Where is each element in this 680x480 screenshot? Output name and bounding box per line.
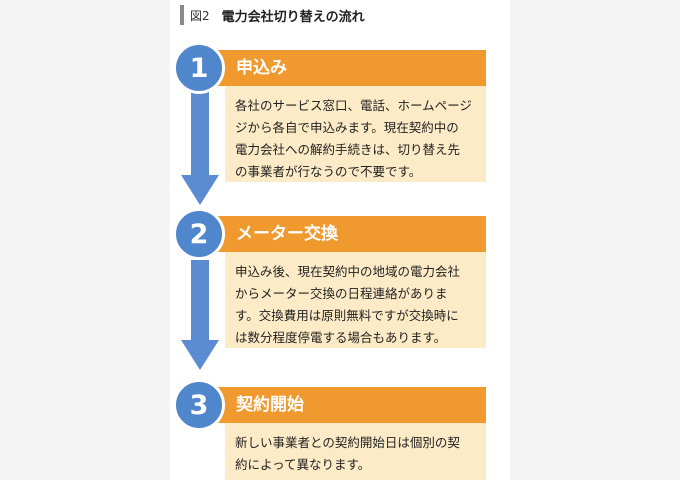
step-1-line: ジから各自で申込みます。現在契約中の xyxy=(235,120,459,135)
arrow-shaft-2 xyxy=(191,260,209,345)
arrow-head-2 xyxy=(181,340,219,370)
step-3-number-badge: 3 xyxy=(173,379,225,431)
step-3-title: 契約開始 xyxy=(236,395,304,415)
figure-header-bar xyxy=(180,5,184,25)
step-1-line: 電力会社への解約手続きは、切り替え先 xyxy=(235,142,461,157)
step-2-number-badge: 2 xyxy=(173,208,225,260)
step-1-body: 各社のサービス窓口、電話、ホームページ ジから各自で申込みます。現在契約中の 電… xyxy=(225,86,486,182)
step-3-line: 約によって異なります。 xyxy=(235,457,371,472)
step-2-header xyxy=(205,216,486,252)
step-2-line: からメーター交換の日程連絡がありま xyxy=(235,286,448,301)
step-1-line: の事業者が行なうので不要です。 xyxy=(235,164,422,179)
figure-number: 図2 xyxy=(190,8,210,23)
step-2-line: す。交換費用は原則無料ですが交換時に xyxy=(235,308,459,323)
step-2-line: は数分程度停電する場合もあります。 xyxy=(235,330,447,345)
step-3-body: 新しい事業者との契約開始日は個別の契 約によって異なります。 xyxy=(225,423,486,480)
step-1-line: 各社のサービス窓口、電話、ホームページ xyxy=(235,98,472,113)
figure-title: 電力会社切り替えの流れ xyxy=(221,9,365,25)
step-3-line: 新しい事業者との契約開始日は個別の契 xyxy=(235,435,460,450)
step-1-number-badge: 1 xyxy=(173,42,225,94)
step-2-title: メーター交換 xyxy=(236,224,338,244)
step-2-body: 申込み後、現在契約中の地域の電力会社 からメーター交換の日程連絡がありま す。交… xyxy=(225,252,486,348)
arrow-head-1 xyxy=(181,175,219,205)
step-2-line: 申込み後、現在契約中の地域の電力会社 xyxy=(235,264,461,279)
step-3-header xyxy=(205,387,486,423)
step-1-header xyxy=(205,50,486,86)
step-1-title: 申込み xyxy=(236,58,287,78)
figure-header: 図2 電力会社切り替えの流れ xyxy=(180,4,365,26)
arrow-shaft-1 xyxy=(191,90,209,180)
